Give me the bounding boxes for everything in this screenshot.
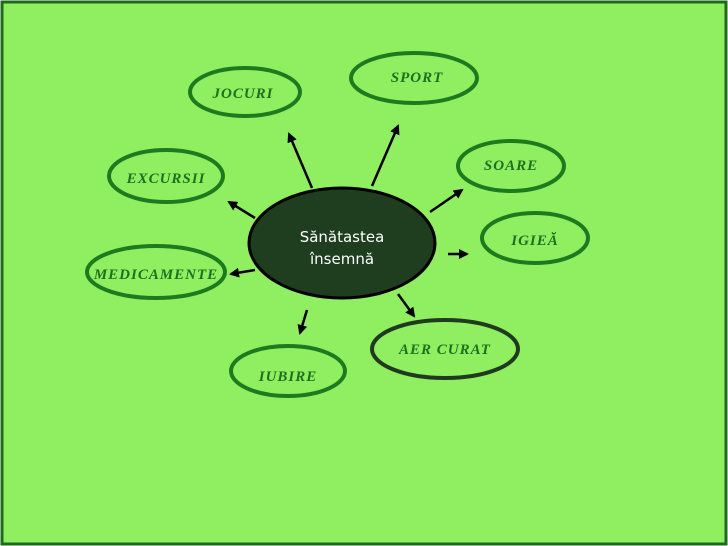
- node-soare-ellipse: [456, 139, 566, 193]
- node-medicamente-label: MEDICAMENTE: [93, 267, 218, 283]
- node-medicamente-ellipse: [85, 244, 227, 300]
- center-ellipse: [247, 186, 437, 300]
- node-jocuri-ellipse: [188, 66, 302, 118]
- node-iubire-ellipse: [229, 344, 347, 398]
- node-aer-curat: AER CURAT: [370, 318, 520, 380]
- center-node: Sănătastea însemnă: [247, 186, 437, 300]
- arrow-to-sport: [370, 124, 400, 187]
- arrow-to-iubire: [297, 309, 309, 335]
- node-jocuri-label: JOCURI: [211, 86, 273, 102]
- node-aer-curat-ellipse: [370, 318, 520, 380]
- arrow-to-soare: [429, 188, 464, 214]
- arrows: [227, 124, 469, 335]
- node-iubire-label: IUBIRE: [258, 369, 318, 385]
- node-iubire: IUBIRE: [229, 344, 347, 398]
- node-igiea-ellipse: [480, 211, 590, 265]
- node-excursii-label: EXCURSII: [126, 171, 206, 187]
- node-excursii: EXCURSII: [107, 148, 225, 204]
- arrow-to-aer-curat: [396, 293, 416, 318]
- node-sport-ellipse: [349, 51, 479, 105]
- node-excursii-ellipse: [107, 148, 225, 204]
- arrow-to-medicamente: [229, 267, 256, 278]
- node-soare: SOARE: [456, 139, 566, 193]
- arrow-to-excursii: [227, 200, 256, 220]
- center-label-line2: însemnă: [309, 250, 374, 268]
- node-aer-curat-label: AER CURAT: [398, 342, 491, 358]
- node-sport: SPORT: [349, 51, 479, 105]
- center-label-line1: Sănătastea: [300, 228, 385, 246]
- arrow-to-jocuri: [287, 132, 314, 189]
- node-jocuri: JOCURI: [188, 66, 302, 118]
- node-soare-label: SOARE: [484, 158, 538, 174]
- node-igiea: IGIEĂ: [480, 211, 590, 265]
- node-medicamente: MEDICAMENTE: [85, 244, 227, 300]
- node-igiea-label: IGIEĂ: [510, 232, 559, 249]
- node-sport-label: SPORT: [391, 70, 444, 86]
